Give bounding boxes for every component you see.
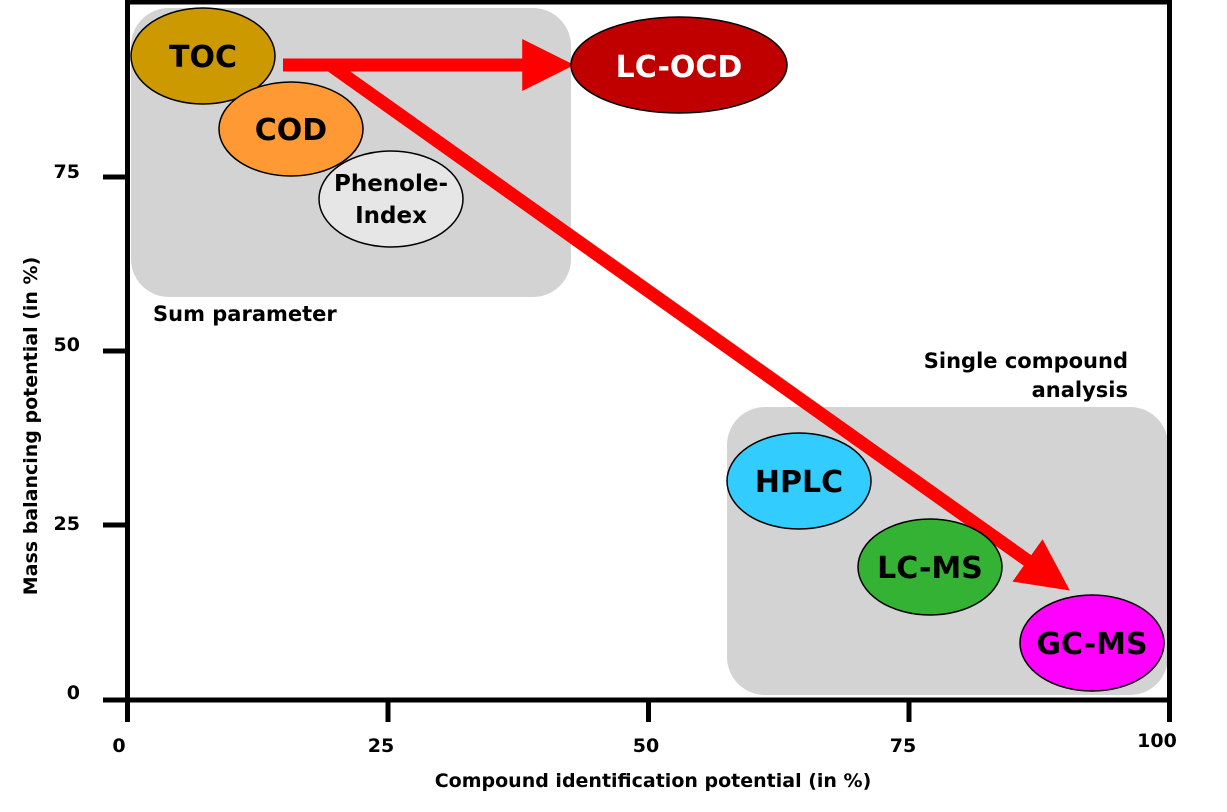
lc-ocd-label: LC-OCD bbox=[616, 50, 743, 85]
gc-ms-label: GC-MS bbox=[1036, 627, 1147, 662]
node-cod: COD bbox=[218, 81, 364, 177]
single-compound-label-line2: analysis bbox=[1032, 378, 1128, 402]
y-axis-title: Mass balancing potential (in %) bbox=[20, 257, 42, 596]
gc-ms-ellipse bbox=[1019, 594, 1165, 692]
hplc-label: HPLC bbox=[755, 465, 843, 500]
y-tick-label: 0 bbox=[67, 682, 80, 704]
phenole-index-label-line1: Phenole- bbox=[334, 171, 448, 197]
y-tick-label: 75 bbox=[54, 161, 80, 183]
y-tick-label: 50 bbox=[54, 334, 80, 356]
cod-ellipse bbox=[218, 81, 364, 177]
single-compound-label: Single compound bbox=[924, 349, 1128, 373]
toc-label: TOC bbox=[169, 40, 237, 75]
hplc-ellipse bbox=[726, 432, 872, 530]
node-gc-ms: GC-MS bbox=[1019, 594, 1165, 692]
phenole-index-label-line2: Index bbox=[355, 203, 427, 229]
cod-label: COD bbox=[255, 113, 327, 148]
sum-parameter-label: Sum parameter bbox=[153, 302, 337, 326]
lc-ocd-ellipse bbox=[570, 16, 788, 114]
y-tick-label: 25 bbox=[54, 513, 80, 535]
x-axis-title: Compound identification potential (in %) bbox=[435, 770, 872, 792]
node-lc-ocd: LC-OCD bbox=[570, 16, 788, 114]
x-tick-label: 75 bbox=[890, 735, 916, 757]
x-axis-ticks bbox=[125, 700, 1172, 722]
node-phenole-index: Phenole- Index bbox=[318, 150, 464, 248]
x-tick-label: 100 bbox=[1137, 730, 1177, 752]
toc-ellipse bbox=[130, 7, 276, 105]
x-tick-label: 0 bbox=[112, 735, 125, 757]
x-tick-label: 50 bbox=[633, 735, 659, 757]
lc-ms-label: LC-MS bbox=[877, 551, 983, 586]
x-tick-label: 25 bbox=[368, 735, 394, 757]
node-toc: TOC bbox=[130, 7, 276, 105]
phenole-index-ellipse bbox=[318, 150, 464, 248]
lc-ms-ellipse bbox=[857, 518, 1003, 616]
node-lc-ms: LC-MS bbox=[857, 518, 1003, 616]
y-axis-ticks bbox=[103, 174, 128, 703]
node-hplc: HPLC bbox=[726, 432, 872, 530]
arrow-to-gc-ms bbox=[326, 59, 1070, 591]
